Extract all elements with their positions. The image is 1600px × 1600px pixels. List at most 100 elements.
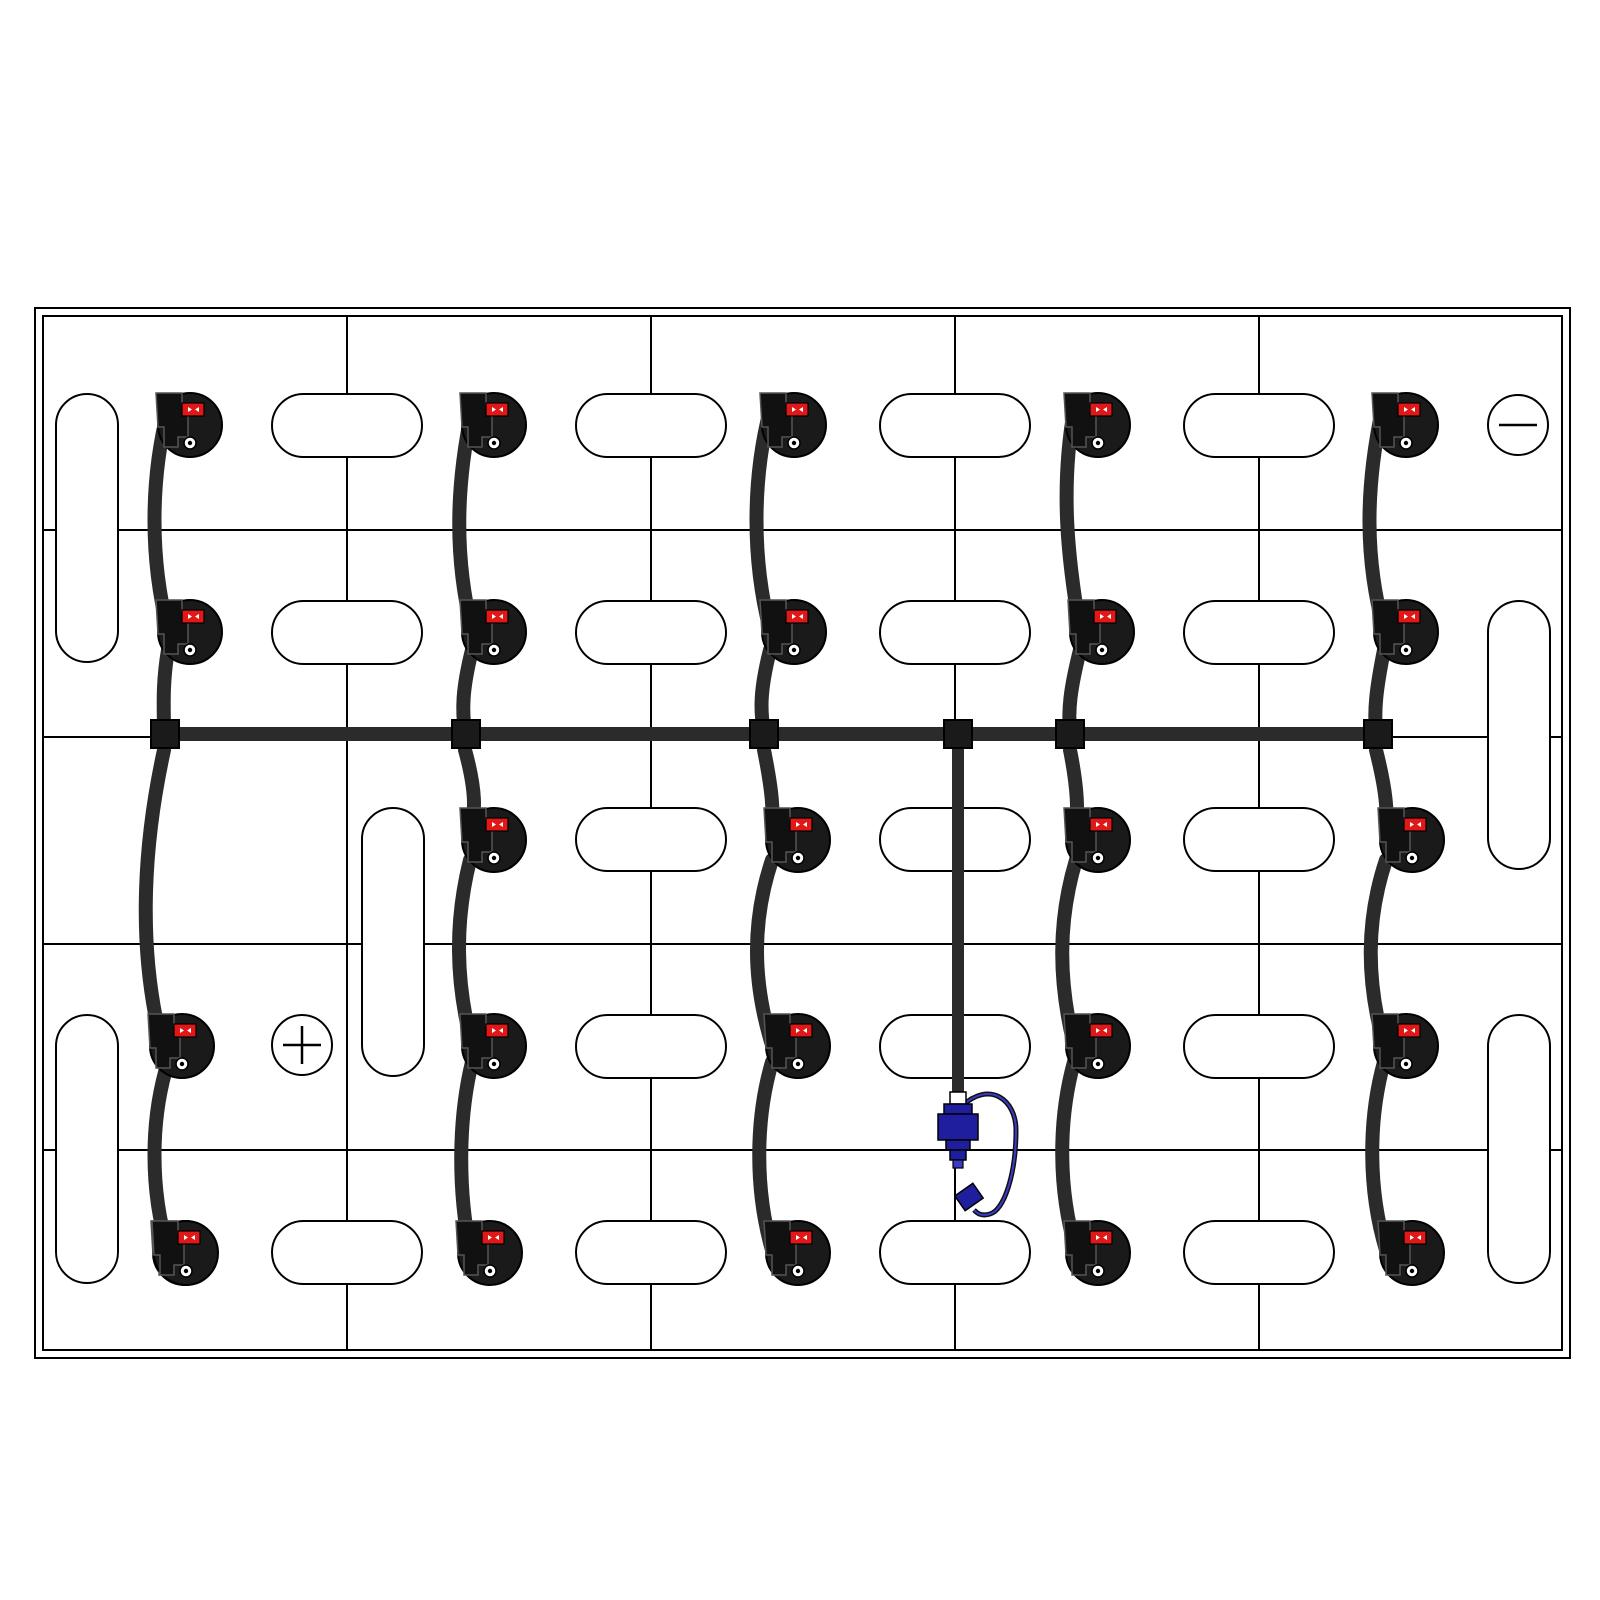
- tee-connector: [451, 719, 481, 749]
- flow-indicator-arrows: [796, 1235, 807, 1240]
- float-window-dot: [187, 647, 193, 653]
- float-window-dot: [1099, 647, 1105, 653]
- flow-indicator-arrows: [188, 407, 199, 412]
- flow-indicator: [1397, 1023, 1421, 1038]
- plug-clip: [1063, 1220, 1097, 1276]
- vent-slot: [575, 393, 727, 458]
- flow-indicator: [173, 1023, 197, 1038]
- flow-indicator-arrows: [1404, 614, 1415, 619]
- flow-indicator-arrows: [492, 1028, 503, 1033]
- float-window-dot: [795, 855, 801, 861]
- flow-indicator-arrows: [792, 614, 803, 619]
- tee-connector: [749, 719, 779, 749]
- flow-indicator-arrows: [1404, 1028, 1415, 1033]
- watering-plug: [155, 392, 223, 458]
- watering-plug: [1063, 1013, 1131, 1079]
- plug-clip: [155, 599, 189, 655]
- float-window-dot: [791, 647, 797, 653]
- flow-indicator-arrows: [792, 407, 803, 412]
- plug-clip: [459, 1013, 493, 1069]
- flow-indicator: [1093, 609, 1117, 624]
- watering-plug: [759, 392, 827, 458]
- flow-indicator: [1089, 402, 1113, 417]
- filler-valve-tip: [949, 1149, 967, 1161]
- flow-indicator: [1403, 1230, 1427, 1245]
- watering-plug: [459, 599, 527, 665]
- flow-indicator-arrows: [796, 1028, 807, 1033]
- watering-plug: [459, 807, 527, 873]
- plug-clip: [151, 1220, 185, 1276]
- float-window-dot: [1095, 1061, 1101, 1067]
- vent-slot: [1183, 807, 1335, 872]
- flow-indicator-arrows: [180, 1028, 191, 1033]
- flow-indicator: [1089, 1230, 1113, 1245]
- flow-indicator: [485, 1023, 509, 1038]
- watering-plug: [155, 599, 223, 665]
- float-window-dot: [491, 855, 497, 861]
- vent-slot: [879, 393, 1031, 458]
- watering-plugs: [147, 392, 1445, 1286]
- plug-clip: [1377, 1220, 1411, 1276]
- flow-indicator: [785, 402, 809, 417]
- vent-slot: [1487, 600, 1551, 870]
- vent-slot: [1183, 1220, 1335, 1285]
- flow-indicator: [1397, 609, 1421, 624]
- plug-clip: [155, 392, 189, 448]
- vent-slot: [1183, 1014, 1335, 1079]
- float-window-dot: [795, 1268, 801, 1274]
- float-window-dot: [491, 1061, 497, 1067]
- vent-slot: [55, 393, 119, 663]
- tray-inner-border: [42, 315, 1563, 1351]
- flow-indicator-arrows: [492, 822, 503, 827]
- float-window-dot: [1403, 440, 1409, 446]
- watering-plug: [1067, 599, 1135, 665]
- flow-indicator: [181, 609, 205, 624]
- filler-valve-collar: [949, 1091, 967, 1105]
- watering-plug: [1063, 392, 1131, 458]
- float-window-dot: [179, 1061, 185, 1067]
- vent-slot: [271, 393, 423, 458]
- watering-plug: [151, 1220, 219, 1286]
- flow-indicator: [1089, 817, 1113, 832]
- flow-indicator-arrows: [492, 407, 503, 412]
- watering-plug: [1377, 1220, 1445, 1286]
- watering-plug: [147, 1013, 215, 1079]
- flow-indicator-arrows: [184, 1235, 195, 1240]
- plug-clip: [763, 807, 797, 863]
- flow-indicator-arrows: [492, 614, 503, 619]
- watering-plug: [455, 1220, 523, 1286]
- plug-clip: [459, 599, 493, 655]
- dust-cap: [953, 1182, 985, 1212]
- vent-slot: [55, 1014, 119, 1284]
- vent-slot: [575, 1220, 727, 1285]
- vent-slot: [879, 1220, 1031, 1285]
- filler-valve-top: [943, 1103, 973, 1115]
- watering-plug: [763, 807, 831, 873]
- plug-clip: [147, 1013, 181, 1069]
- vent-slot: [1487, 1014, 1551, 1284]
- flow-indicator: [485, 609, 509, 624]
- vent-slot: [271, 600, 423, 665]
- vent-slot: [575, 1014, 727, 1079]
- filler-inlet: [937, 1091, 1019, 1218]
- flow-indicator-arrows: [1096, 407, 1107, 412]
- vent-slot: [361, 807, 425, 1077]
- flow-indicator-arrows: [1410, 822, 1421, 827]
- float-window-dot: [791, 440, 797, 446]
- float-window-dot: [1409, 1268, 1415, 1274]
- plug-clip: [1371, 392, 1405, 448]
- float-window-dot: [183, 1268, 189, 1274]
- flow-indicator: [789, 817, 813, 832]
- flow-indicator: [181, 402, 205, 417]
- watering-plug: [1371, 392, 1439, 458]
- vent-slot: [1183, 600, 1335, 665]
- flow-indicator-arrows: [1404, 407, 1415, 412]
- float-window-dot: [491, 647, 497, 653]
- plug-clip: [759, 599, 793, 655]
- watering-plug: [459, 1013, 527, 1079]
- plug-clip: [759, 392, 793, 448]
- tee-connector: [150, 719, 180, 749]
- filler-valve-nozzle: [952, 1159, 964, 1169]
- watering-plug: [1063, 1220, 1131, 1286]
